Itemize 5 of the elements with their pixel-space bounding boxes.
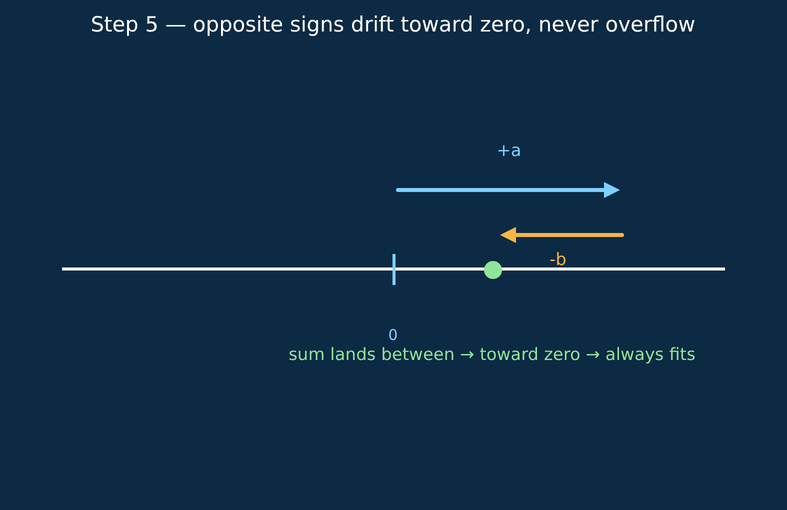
note-text: sum lands between → toward zero → always fits — [288, 344, 696, 366]
vector-label: +a — [496, 140, 522, 162]
title: Step 5 — opposite signs drift toward zero, never overflow — [90, 12, 696, 38]
vector-label: -b — [550, 250, 566, 270]
tick-label: 0 — [388, 326, 398, 344]
